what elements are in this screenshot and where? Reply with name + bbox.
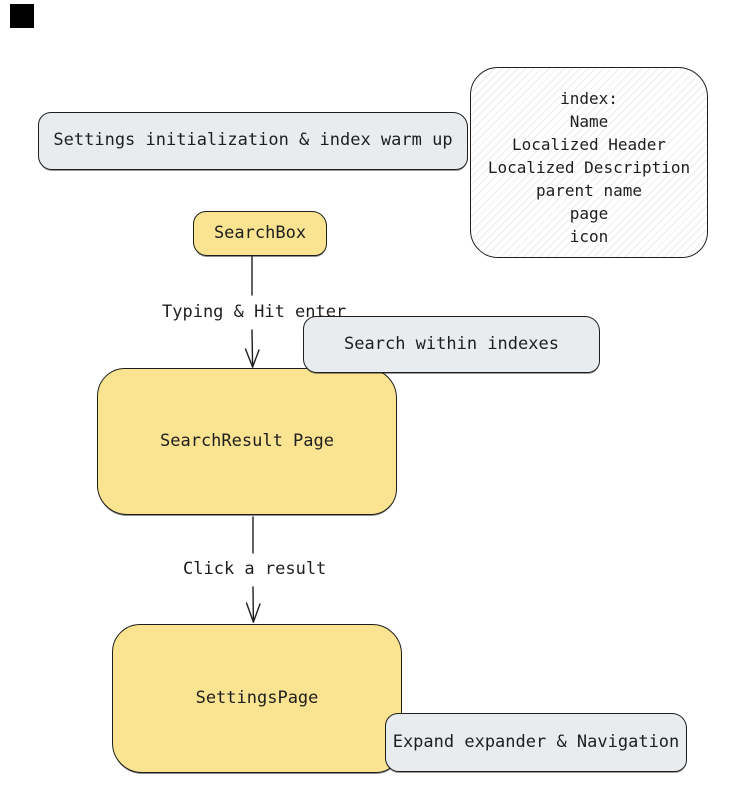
index-note-line: Localized Description xyxy=(487,158,691,177)
node-settings-initialization: Settings initialization & index warm up xyxy=(38,112,468,170)
arrow-typing-hit-enter xyxy=(244,255,260,368)
node-search-box-label: SearchBox xyxy=(213,222,307,243)
node-index-fields-note: index: Name Localized Header Localized D… xyxy=(470,67,708,258)
black-square-marker xyxy=(10,4,34,28)
node-expand-expander-navigation: Expand expander & Navigation xyxy=(385,713,687,772)
index-note-line: index: xyxy=(560,89,618,108)
edge-label-click-a-result: Click a result xyxy=(183,559,327,579)
node-search-box: SearchBox xyxy=(193,211,327,256)
node-settings-page-label: SettingsPage xyxy=(195,687,319,708)
node-settings-page: SettingsPage xyxy=(112,624,402,773)
node-search-result-page: SearchResult Page xyxy=(97,368,397,515)
node-search-within-indexes-label: Search within indexes xyxy=(344,333,559,354)
index-note-line: parent name xyxy=(536,181,642,200)
index-note-line: Localized Header xyxy=(511,135,667,154)
index-note-line: page xyxy=(569,204,609,223)
node-expand-expander-navigation-label: Expand expander & Navigation xyxy=(392,731,680,752)
index-note-line: icon xyxy=(569,227,609,246)
arrow-click-a-result xyxy=(245,516,261,623)
index-note-line: Name xyxy=(569,112,609,131)
node-search-within-indexes: Search within indexes xyxy=(303,316,600,373)
node-settings-initialization-label: Settings initialization & index warm up xyxy=(53,130,453,151)
node-search-result-page-label: SearchResult Page xyxy=(160,430,334,451)
edge-label-typing-hit-enter: Typing & Hit enter xyxy=(162,302,347,322)
